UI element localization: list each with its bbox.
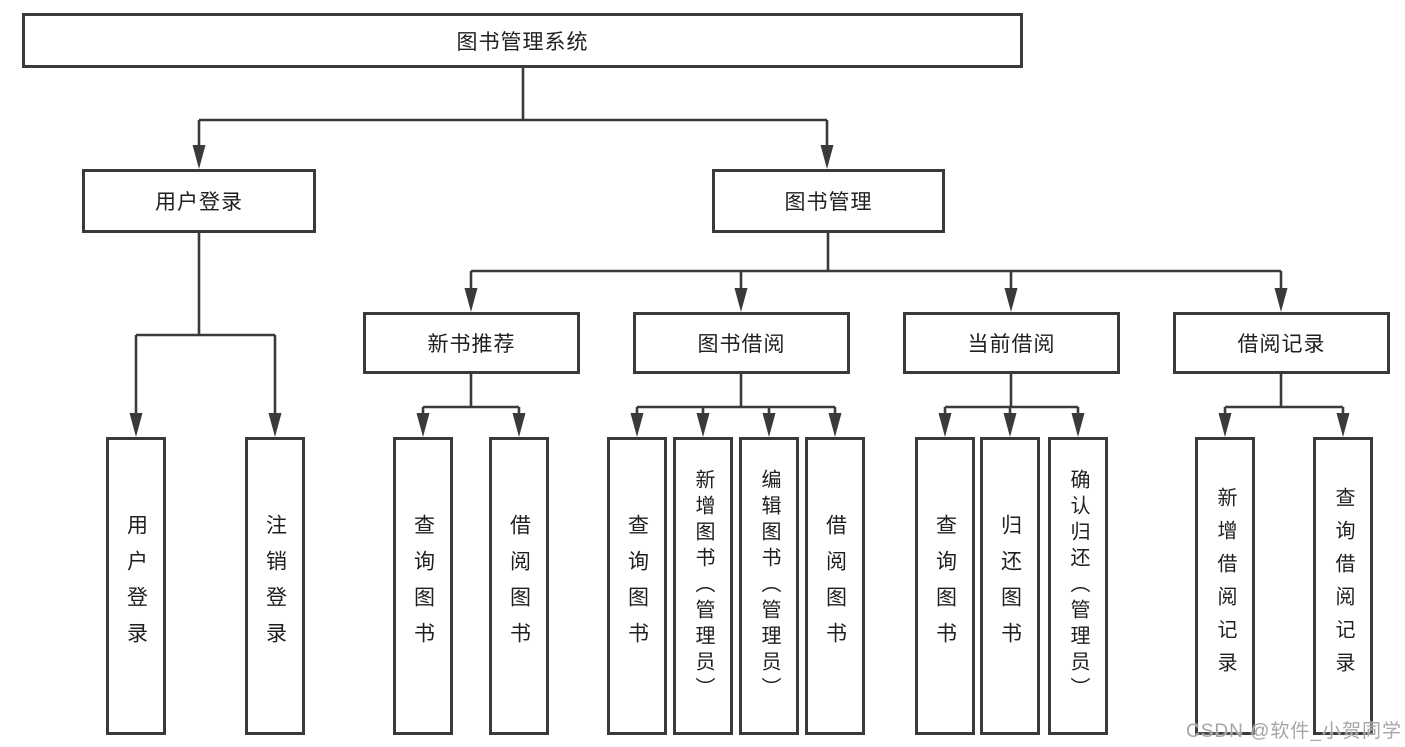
leaf-label: 查询图书: [411, 514, 435, 658]
leaf-label: 归还图书: [998, 514, 1022, 658]
leaf-label: 新增借阅记录: [1214, 487, 1236, 685]
leaf-borrow-books: 借阅图书: [805, 437, 865, 735]
node-label: 用户登录: [155, 191, 243, 214]
leaf-label: 借阅图书: [823, 514, 847, 658]
leaf-query-books-borrowing: 查询图书: [607, 437, 667, 735]
node-label: 图书管理系统: [456, 30, 589, 54]
node-library-management-system: 图书管理系统: [22, 13, 1023, 68]
arrowheads: [129, 145, 1350, 437]
node-new-book-recommendation: 新书推荐: [363, 312, 580, 374]
leaf-label: 借阅图书: [507, 514, 531, 658]
leaf-borrow-books-recommend: 借阅图书: [489, 437, 549, 735]
leaf-query-books-current: 查询图书: [915, 437, 975, 735]
leaf-add-borrow-record: 新增借阅记录: [1195, 437, 1255, 735]
leaf-edit-books-admin: 编辑图书（管理员）: [739, 437, 799, 735]
node-label: 借阅记录: [1237, 333, 1326, 356]
leaf-user-login: 用户登录: [106, 437, 166, 735]
leaf-label: 编辑图书（管理员）: [758, 469, 780, 703]
node-book-borrowing: 图书借阅: [633, 312, 850, 374]
leaf-label: 查询图书: [933, 514, 957, 658]
leaf-return-books: 归还图书: [980, 437, 1040, 735]
leaf-label: 用户登录: [124, 514, 148, 658]
leaf-query-books-recommend: 查询图书: [393, 437, 453, 735]
leaf-label: 查询借阅记录: [1332, 487, 1354, 685]
csdn-watermark: CSDN @软件_小贺同学: [1186, 721, 1402, 742]
node-user-login: 用户登录: [82, 169, 316, 233]
node-current-borrowing: 当前借阅: [903, 312, 1120, 374]
leaf-confirm-return-admin: 确认归还（管理员）: [1048, 437, 1108, 735]
node-label: 当前借阅: [967, 333, 1056, 356]
node-label: 图书借阅: [697, 333, 786, 356]
leaf-logout: 注销登录: [245, 437, 305, 735]
node-label: 图书管理: [784, 191, 873, 214]
leaf-label: 确认归还（管理员）: [1067, 469, 1089, 703]
leaf-label: 新增图书（管理员）: [692, 469, 714, 703]
leaf-label: 查询图书: [625, 514, 649, 658]
leaf-label: 注销登录: [263, 514, 287, 658]
node-borrow-records: 借阅记录: [1173, 312, 1390, 374]
node-book-management: 图书管理: [712, 169, 945, 233]
leaf-query-borrow-record: 查询借阅记录: [1313, 437, 1373, 735]
leaf-add-books-admin: 新增图书（管理员）: [673, 437, 733, 735]
node-label: 新书推荐: [427, 333, 516, 356]
